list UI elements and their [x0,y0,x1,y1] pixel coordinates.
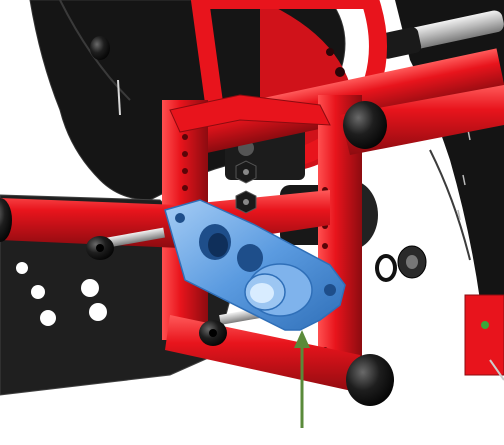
bolt-upper [86,227,165,260]
blue-mounting-bracket [164,199,346,331]
clamp-nuts [235,160,257,214]
red-box-right [464,294,504,381]
green-arrow [294,330,310,428]
end-cap-icon [0,101,394,406]
red-brace [169,94,331,133]
washer-icon [375,254,397,282]
nut-icon [397,245,427,279]
seat-bolt-head [90,36,110,60]
end-cap-top [343,101,387,149]
steel-rod [378,10,504,59]
end-cap-bottom [346,354,394,406]
bracket-boss [244,263,313,317]
end-cap-left [0,198,12,242]
